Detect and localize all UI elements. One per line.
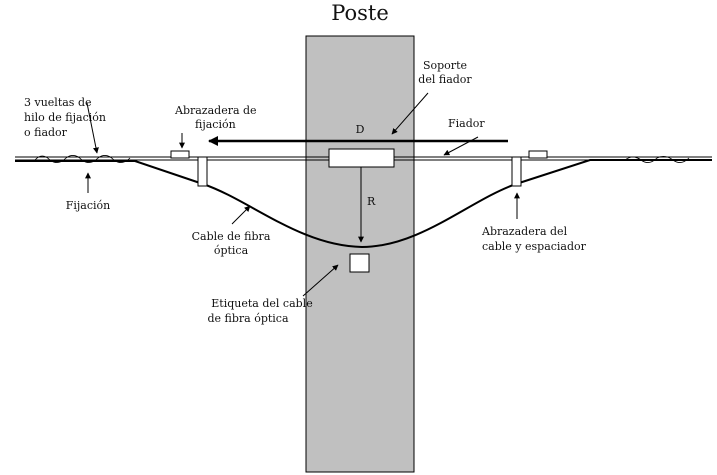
svg-text:Abrazadera de: Abrazadera de bbox=[174, 104, 257, 117]
svg-text:fijación: fijación bbox=[195, 118, 236, 131]
svg-text:del fiador: del fiador bbox=[418, 73, 472, 86]
svg-text:Etiqueta del cable: Etiqueta del cable bbox=[211, 297, 312, 310]
fiber-cable-label: Cable de fibra óptica bbox=[192, 230, 271, 257]
support-label: Soporte del fiador bbox=[418, 59, 472, 86]
cable-clamp-spacer-left bbox=[197, 156, 208, 187]
messenger-pointer bbox=[443, 136, 479, 156]
r-label: R bbox=[367, 195, 376, 208]
cable-tag-pointer bbox=[302, 264, 339, 297]
messenger-support bbox=[328, 148, 395, 168]
svg-text:Soporte: Soporte bbox=[423, 59, 467, 72]
svg-text:cable y espaciador: cable y espaciador bbox=[482, 240, 587, 253]
lashing-clamp-right bbox=[528, 150, 548, 159]
lashing-turns-label: 3 vueltas de hilo de fijación o fiador bbox=[24, 96, 106, 139]
cable-clamp-label: Abrazadera del cable y espaciador bbox=[481, 225, 587, 253]
lashing-clamp-left bbox=[170, 150, 190, 159]
d-label: D bbox=[356, 123, 365, 136]
messenger-label: Fiador bbox=[448, 117, 485, 130]
fiber-optic-cable bbox=[15, 159, 712, 249]
svg-text:o fiador: o fiador bbox=[24, 126, 68, 139]
svg-text:óptica: óptica bbox=[214, 244, 249, 257]
svg-text:Abrazadera del: Abrazadera del bbox=[481, 225, 568, 238]
cable-clamp-spacer-right bbox=[511, 156, 522, 187]
fixing-label: Fijación bbox=[66, 199, 111, 212]
fiber-cable-pointer bbox=[231, 205, 251, 225]
support-pointer bbox=[391, 92, 429, 135]
cable-tag-label: Etiqueta del cable de fibra óptica bbox=[207, 297, 312, 325]
lashing-turns-pointer bbox=[86, 102, 99, 154]
cable-tag bbox=[349, 253, 370, 273]
svg-text:3 vueltas de: 3 vueltas de bbox=[24, 96, 92, 109]
diagram-title: Poste bbox=[331, 1, 389, 25]
svg-text:hilo de fijación: hilo de fijación bbox=[24, 111, 106, 124]
lashing-wire-right bbox=[624, 156, 690, 163]
lashing-clamp-label: Abrazadera de fijación bbox=[174, 104, 257, 131]
svg-text:de fibra óptica: de fibra óptica bbox=[207, 312, 289, 325]
svg-text:Cable de fibra: Cable de fibra bbox=[192, 230, 271, 243]
lashing-wire-left bbox=[34, 155, 131, 163]
